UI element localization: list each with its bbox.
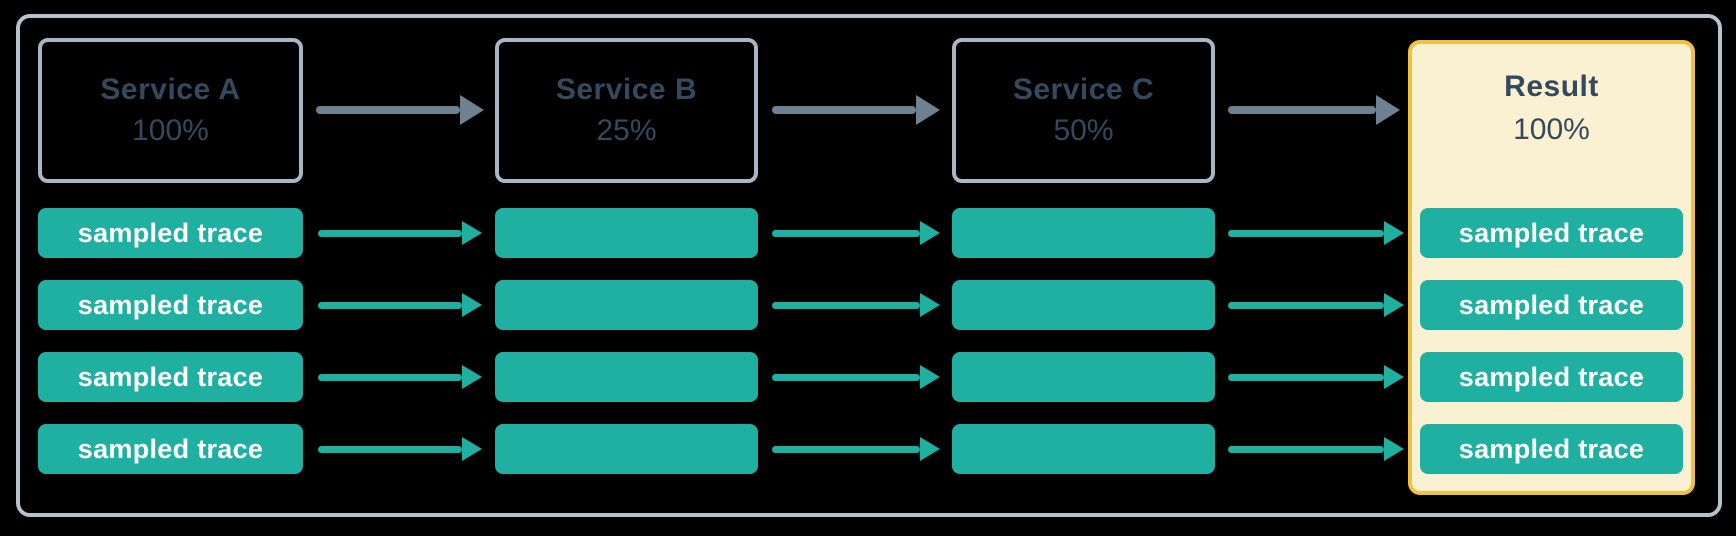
- service-c-rate: 50%: [1053, 113, 1114, 147]
- sampled-trace-bar: [495, 208, 758, 258]
- sampled-trace-label: sampled trace: [77, 289, 264, 320]
- trace-arrow: [1228, 293, 1404, 317]
- sampled-trace-label: sampled trace: [77, 361, 264, 392]
- sampled-trace-bar: [495, 424, 758, 474]
- trace-arrow: [772, 221, 940, 245]
- sampled-trace-bar: sampled trace: [1420, 352, 1683, 402]
- sampled-trace-bar: sampled trace: [38, 424, 303, 474]
- trace-arrow: [318, 365, 482, 389]
- sampled-trace-bar: sampled trace: [38, 280, 303, 330]
- flow-arrow-a-to-b: [316, 95, 484, 125]
- sampled-trace-label: sampled trace: [1458, 433, 1645, 464]
- trace-arrow: [1228, 437, 1404, 461]
- trace-arrow: [318, 293, 482, 317]
- trace-arrow: [1228, 221, 1404, 245]
- sampled-trace-label: sampled trace: [77, 217, 264, 248]
- sampled-trace-bar: [495, 280, 758, 330]
- sampled-trace-bar: [952, 352, 1215, 402]
- trace-arrow: [318, 221, 482, 245]
- flow-arrow-c-to-result: [1228, 95, 1400, 125]
- sampled-trace-bar: sampled trace: [1420, 424, 1683, 474]
- trace-arrow: [772, 293, 940, 317]
- service-c-title: Service C: [1012, 73, 1155, 106]
- result-title: Result: [1504, 70, 1599, 103]
- trace-arrow: [772, 437, 940, 461]
- trace-arrow: [1228, 365, 1404, 389]
- sampled-trace-bar: [952, 280, 1215, 330]
- service-a-rate: 100%: [132, 113, 209, 147]
- sampled-trace-bar: sampled trace: [1420, 208, 1683, 258]
- sampled-trace-label: sampled trace: [77, 433, 264, 464]
- service-b-title: Service B: [555, 73, 698, 106]
- sampled-trace-bar: sampled trace: [38, 208, 303, 258]
- service-b-box: Service B 25%: [495, 38, 758, 183]
- trace-arrow: [318, 437, 482, 461]
- service-a-box: Service A 100%: [38, 38, 303, 183]
- sampled-trace-label: sampled trace: [1458, 289, 1645, 320]
- sampled-trace-label: sampled trace: [1458, 217, 1645, 248]
- sampled-trace-bar: [952, 208, 1215, 258]
- diagram-frame: [16, 14, 1722, 517]
- sampled-trace-bar: [495, 352, 758, 402]
- service-a-title: Service A: [100, 73, 241, 106]
- result-rate: 100%: [1513, 112, 1590, 146]
- trace-arrow: [772, 365, 940, 389]
- sampled-trace-bar: sampled trace: [38, 352, 303, 402]
- sampled-trace-label: sampled trace: [1458, 361, 1645, 392]
- sampled-trace-bar: sampled trace: [1420, 280, 1683, 330]
- flow-arrow-b-to-c: [772, 95, 940, 125]
- result-panel: Result 100%: [1408, 40, 1695, 495]
- service-b-rate: 25%: [596, 113, 657, 147]
- sampled-trace-bar: [952, 424, 1215, 474]
- service-c-box: Service C 50%: [952, 38, 1215, 183]
